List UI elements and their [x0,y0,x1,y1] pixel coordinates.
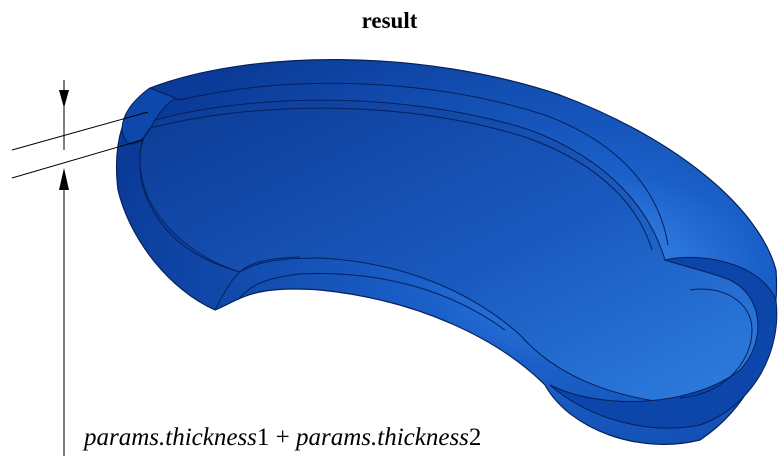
extension-line-lower [11,139,143,179]
left-end-face [121,87,181,145]
dimension-term2-index: 2 [468,424,482,451]
wall-step-inner [149,107,653,251]
dimension-term1-var: params.thickness [84,424,257,451]
wall-step-outer [179,82,669,246]
left-end-inner-ring [139,127,241,273]
dimension-operator: + [269,424,297,451]
figure-title: result [361,8,418,33]
arrow-down-icon [59,90,69,108]
dimension-term2-var: params.thickness [296,424,469,451]
right-end-face [549,257,778,429]
left-lower-step [237,273,506,331]
extension-line-upper [11,111,149,151]
right-inner-bore [679,288,753,399]
dimension-term1-index: 1 [256,424,270,451]
dimension-label: params.thickness1 + params.thickness2 [84,424,481,452]
arrow-up-icon [59,168,69,190]
left-lower-lip [214,256,301,311]
